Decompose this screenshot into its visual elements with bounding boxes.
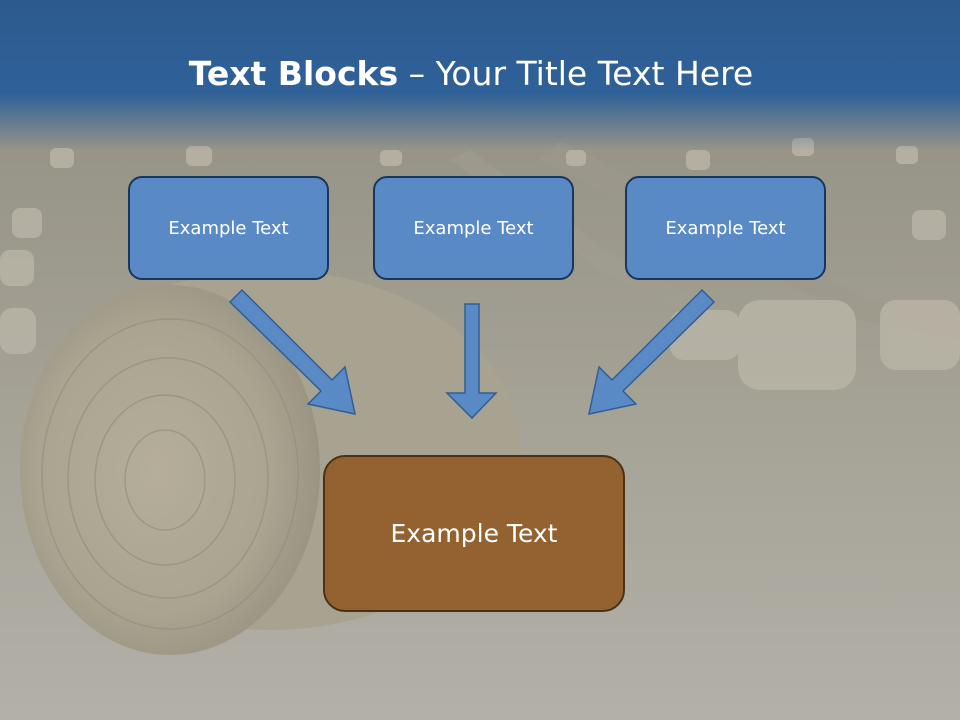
arrow-right-icon xyxy=(588,288,716,415)
slide-title: Text Blocks – Your Title Text Here xyxy=(0,52,942,96)
arrow-center-icon xyxy=(445,303,498,420)
example-block-3[interactable]: Example Text xyxy=(625,176,826,280)
title-rest: Your Title Text Here xyxy=(435,54,754,93)
title-dash: – xyxy=(398,54,436,93)
example-block-2[interactable]: Example Text xyxy=(373,176,574,280)
title-bold-part: Text Blocks xyxy=(188,54,399,93)
example-block-1[interactable]: Example Text xyxy=(128,176,329,280)
arrow-left-icon xyxy=(228,288,356,415)
target-block[interactable]: Example Text xyxy=(323,455,625,612)
